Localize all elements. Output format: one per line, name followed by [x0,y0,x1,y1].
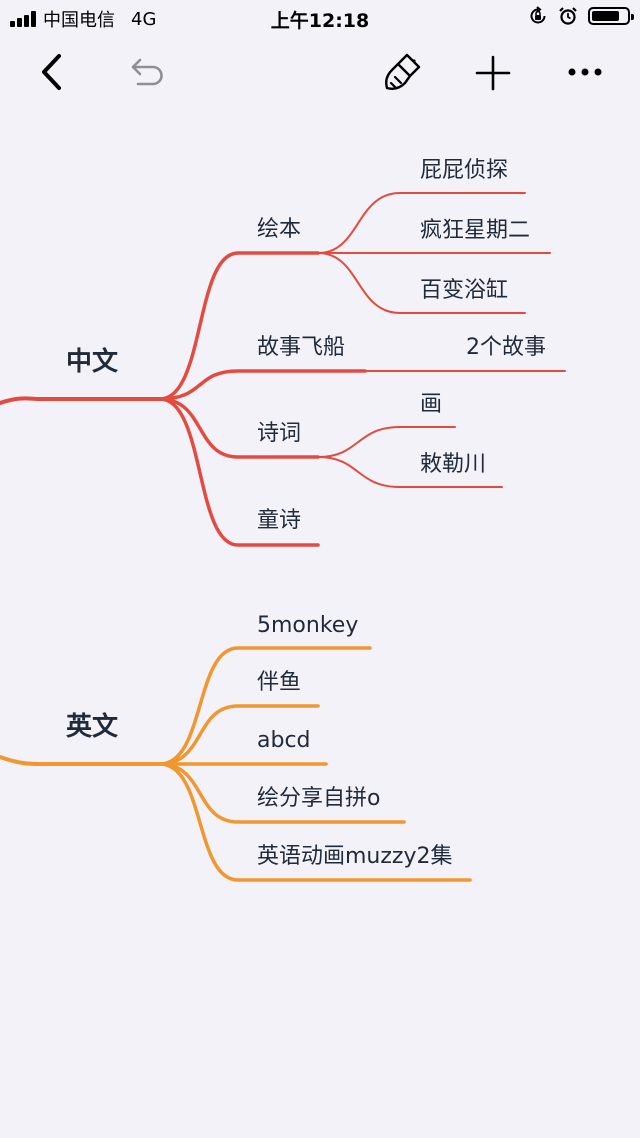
mindmap-node-shici[interactable]: 诗词 [257,421,302,446]
mindmap-node-banyu[interactable]: 伴鱼 [257,670,302,695]
style-button[interactable] [378,48,426,96]
mindmap-root-english[interactable]: 英文 [66,712,119,742]
mindmap-root-chinese[interactable]: 中文 [66,347,119,377]
mindmap-node-baibianyugang[interactable]: 百变浴缸 [420,278,509,303]
mindmap-node-5monkey[interactable]: 5monkey [257,613,359,638]
mindmap-node-2gegushi[interactable]: 2个故事 [466,335,546,360]
mindmap-node-abcd[interactable]: abcd [257,728,311,753]
branch-huifenxiang [158,762,406,824]
more-dots-icon [568,68,602,76]
mindmap-node-gushifeichuan[interactable]: 故事飞船 [257,335,346,360]
mindmap-node-muzzy[interactable]: 英语动画muzzy2集 [257,844,453,869]
mindmap-node-fengkuangxingqier[interactable]: 疯狂星期二 [420,218,531,243]
branch-gushifeichuan [158,369,367,401]
undo-button[interactable] [122,50,174,94]
branch-chilechuan [317,456,503,488]
mindmap-node-huifenxiang[interactable]: 绘分享自拼o [257,786,381,811]
back-button[interactable] [30,50,74,94]
mindmap-node-pipizhentan[interactable]: 屁屁侦探 [420,158,509,183]
branch-hua [317,426,456,458]
network-type: 4G [131,8,157,30]
branch-root-english [0,755,162,766]
battery-icon [588,7,634,25]
carrier-name: 中国电信 [43,10,115,31]
branch-pipizhentan [317,192,526,254]
branch-shici [158,397,320,459]
signal-icon [10,11,36,27]
mindmap-node-huiben[interactable]: 绘本 [257,217,302,242]
branch-banyu [158,704,320,766]
more-button[interactable] [562,54,608,90]
status-left: 中国电信 4G [10,6,156,32]
add-button[interactable] [470,50,516,96]
undo-icon [131,58,163,86]
branch-5monkey [158,646,372,766]
branch-baibianyugang [317,252,526,314]
branch-tongshi [158,397,320,547]
status-time: 上午12:18 [270,10,370,32]
chevron-left-icon [42,54,61,90]
branch-root-chinese [0,396,162,405]
paint-brush-icon [385,53,421,90]
status-bar: 中国电信 4G 上午12:18 [0,0,640,36]
status-right [528,6,634,26]
plus-icon [475,55,511,91]
branch-huiben [158,251,320,401]
alarm-icon [559,7,577,25]
mindmap-node-hua[interactable]: 画 [420,392,443,417]
rotation-lock-icon [530,6,546,24]
battery-level [592,11,620,21]
mindmap-node-chilechuan[interactable]: 敕勒川 [420,452,487,477]
mindmap-node-tongshi[interactable]: 童诗 [257,508,302,533]
branch-muzzy [158,762,472,882]
